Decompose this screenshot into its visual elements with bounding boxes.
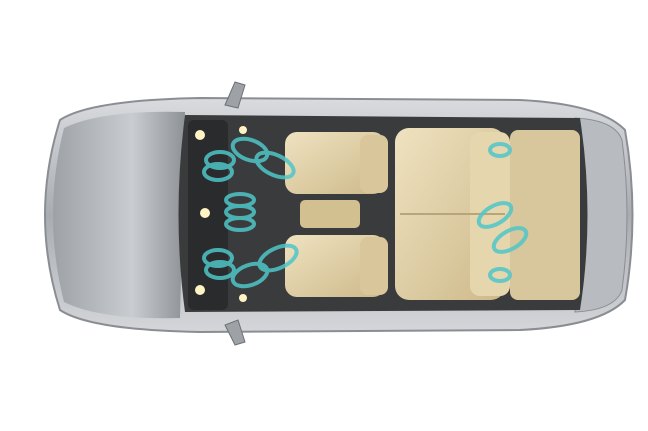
hood bbox=[53, 111, 185, 319]
light bbox=[195, 130, 205, 140]
front-seat-left bbox=[285, 132, 388, 194]
trunk bbox=[574, 117, 628, 313]
front-seat-right bbox=[285, 235, 388, 297]
light bbox=[195, 285, 205, 295]
mirror-left bbox=[224, 81, 246, 109]
center-console bbox=[300, 200, 360, 228]
light bbox=[200, 208, 210, 218]
airflow-swirls bbox=[202, 136, 529, 289]
mirror-right bbox=[224, 319, 246, 346]
light bbox=[239, 126, 247, 134]
rear-seat bbox=[395, 128, 510, 300]
rear-shelf bbox=[510, 130, 580, 300]
light bbox=[239, 294, 247, 302]
